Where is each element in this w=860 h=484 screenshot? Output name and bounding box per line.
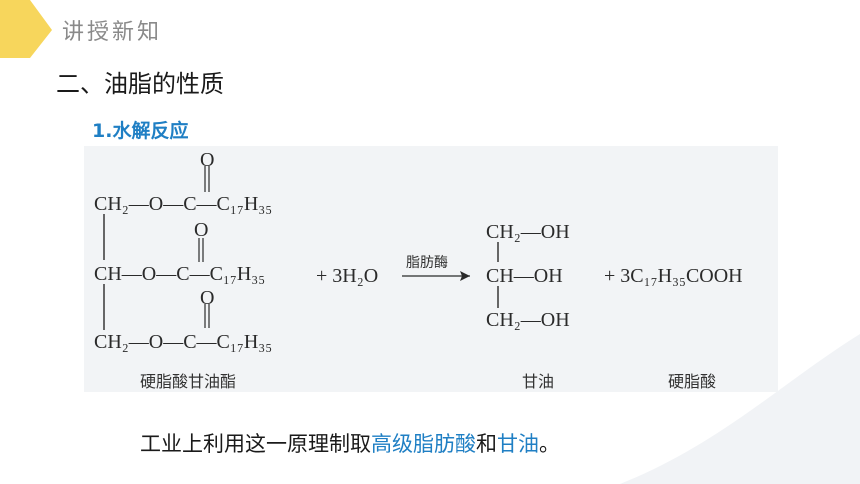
header-title: 讲授新知 bbox=[62, 20, 163, 45]
reaction-figure: O O O CH₂—O—C—C₁₇H₃₅ CH—O—C—C₁₇H₃₅ CH₂—O… bbox=[84, 146, 778, 392]
glycerol-name: 甘油 bbox=[522, 372, 555, 391]
carbonyl-o-top: O bbox=[200, 149, 215, 171]
catalyst-label: 脂肪酶 bbox=[406, 255, 448, 271]
header-tag-shape bbox=[0, 0, 52, 58]
reactant-name: 硬脂酸甘油酯 bbox=[140, 372, 237, 391]
bond-lines bbox=[103, 166, 499, 330]
conclusion-suffix: 。 bbox=[539, 432, 560, 456]
glycerol-bottom: CH₂—OH bbox=[486, 309, 570, 331]
reactant-bottom-chain: CH₂—O—C—C₁₇H₃₅ bbox=[94, 331, 273, 353]
stearic-acid-formula: + 3C₁₇H₃₅COOH bbox=[604, 265, 743, 287]
reactant-mid-chain: CH—O—C—C₁₇H₃₅ bbox=[94, 263, 266, 285]
glycerol-mid: CH—OH bbox=[486, 265, 563, 287]
stearic-acid-name: 硬脂酸 bbox=[668, 372, 717, 391]
carbonyl-o-bottom: O bbox=[200, 287, 215, 309]
conclusion-prefix: 工业上利用这一原理制取 bbox=[140, 432, 371, 456]
conclusion-highlight-glycerol: 甘油 bbox=[497, 432, 539, 456]
section-heading: 二、油脂的性质 bbox=[56, 70, 224, 98]
glycerol-top: CH₂—OH bbox=[486, 221, 570, 243]
carbonyl-o-mid: O bbox=[194, 219, 209, 241]
conclusion-sentence: 工业上利用这一原理制取高级脂肪酸和甘油。 bbox=[140, 428, 560, 458]
conclusion-highlight-fatty-acid: 高级脂肪酸 bbox=[371, 432, 476, 456]
conclusion-connector: 和 bbox=[476, 432, 497, 456]
background-swoosh bbox=[620, 334, 860, 484]
subsection-heading: 1.水解反应 bbox=[92, 120, 189, 142]
water-term: + 3H₂O bbox=[316, 265, 379, 287]
reactant-top-chain: CH₂—O—C—C₁₇H₃₅ bbox=[94, 193, 273, 215]
